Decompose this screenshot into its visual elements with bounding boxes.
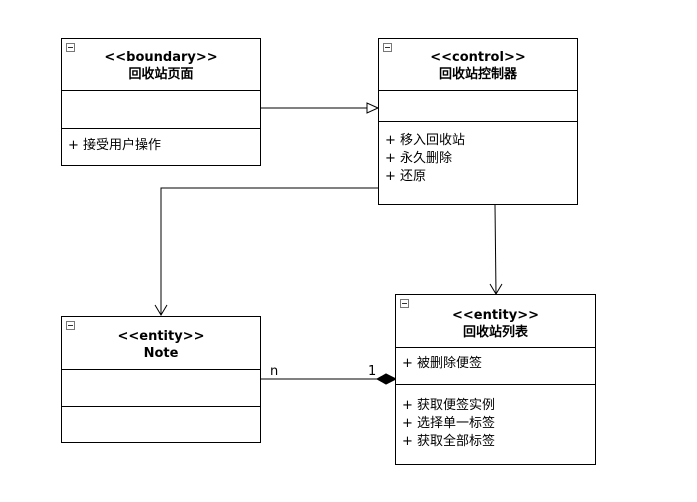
operation-item: + 永久删除 [385,151,453,166]
class-name: 回收站页面 [128,67,194,82]
class-header: <<entity>> 回收站列表 [396,295,595,348]
class-header: <<boundary>> 回收站页面 [62,39,260,91]
operation-item: + 选择单一标签 [402,416,496,431]
operation-item: + 获取全部标签 [402,434,496,449]
class-name: Note [143,346,179,361]
class-header: <<entity>> Note [62,317,260,370]
class-boundary-page[interactable]: <<boundary>> 回收站页面 + 接受用户操作 [61,38,261,166]
class-note[interactable]: <<entity>> Note [61,316,261,443]
collapse-icon[interactable] [400,299,409,308]
class-stereotype: <<entity>> [117,329,205,344]
operation-item: + 获取便签实例 [402,398,496,413]
multiplicity-n: n [270,364,278,379]
association-control-to-list[interactable] [489,204,503,295]
class-header: <<control>> 回收站控制器 [379,39,577,91]
collapse-icon[interactable] [383,43,392,52]
operations-section [62,407,260,442]
attributes-section [379,91,577,122]
operations-section: + 移入回收站 + 永久删除 + 还原 [379,122,577,204]
collapse-icon[interactable] [66,43,75,52]
attributes-section [62,91,260,129]
class-control[interactable]: <<control>> 回收站控制器 + 移入回收站 + 永久删除 + 还原 [378,38,578,205]
operations-section: + 获取便签实例 + 选择单一标签 + 获取全部标签 [396,385,595,464]
operations-section: + 接受用户操作 [62,129,260,165]
class-stereotype: <<entity>> [451,308,539,323]
realization-boundary-to-control[interactable] [261,102,380,114]
association-control-to-note[interactable] [154,187,378,316]
attribute-item: + 被删除便签 [402,356,483,371]
attributes-section: + 被删除便签 [396,348,595,385]
class-recycle-list[interactable]: <<entity>> 回收站列表 + 被删除便签 + 获取便签实例 + 选择单一… [395,294,596,465]
class-name: 回收站控制器 [438,67,517,82]
collapse-icon[interactable] [66,321,75,330]
composition-note-to-list[interactable] [261,373,398,385]
class-name: 回收站列表 [462,325,528,340]
attributes-section [62,370,260,407]
operation-item: + 移入回收站 [385,133,466,148]
operation-item: + 还原 [385,169,427,184]
class-stereotype: <<boundary>> [104,50,218,65]
class-stereotype: <<control>> [430,50,526,65]
multiplicity-1: 1 [368,364,376,379]
operation-item: + 接受用户操作 [68,138,162,153]
